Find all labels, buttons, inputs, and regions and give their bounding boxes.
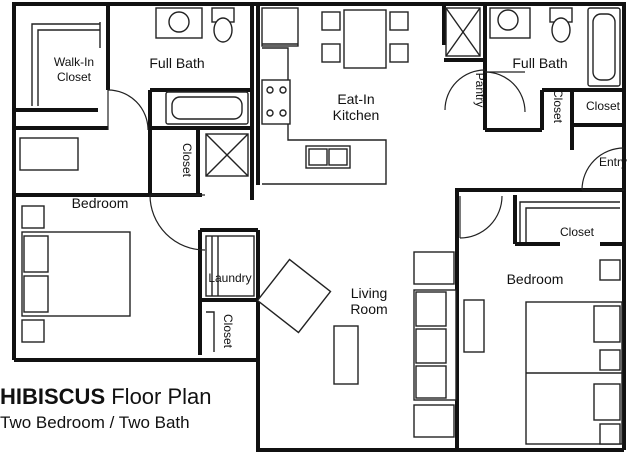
closet-left-mid-label: Closet bbox=[180, 143, 194, 178]
walk-in-closet-shelves bbox=[31, 22, 101, 106]
walk-in-closet-label-line2: Closet bbox=[57, 70, 92, 84]
full-bath-right-label: Full Bath bbox=[512, 55, 567, 71]
left-bath-fixtures bbox=[155, 7, 249, 177]
eat-in-kitchen-label-line1: Eat-In bbox=[337, 91, 374, 107]
laundry-fixtures bbox=[205, 235, 255, 352]
closet-bath-right-label: Closet bbox=[551, 89, 565, 124]
room-labels: Walk-In Closet Full Bath Eat-In Kitchen … bbox=[54, 55, 627, 349]
living-room-label-line1: Living bbox=[351, 285, 388, 301]
plan-name-bold: HIBISCUS bbox=[0, 384, 106, 409]
plan-subtitle: Two Bedroom / Two Bath bbox=[0, 413, 190, 432]
walk-in-closet-label-line1: Walk-In bbox=[54, 55, 94, 69]
living-room-label-line2: Room bbox=[350, 301, 387, 317]
full-bath-left-label: Full Bath bbox=[149, 55, 204, 71]
interior-walls bbox=[14, 4, 624, 360]
right-bath-fixtures bbox=[489, 7, 621, 87]
plan-title-block: HIBISCUS Floor Plan Two Bedroom / Two Ba… bbox=[0, 384, 260, 434]
closet-entry-label: Closet bbox=[586, 99, 621, 113]
entry-label: Entry bbox=[599, 155, 627, 169]
plan-name: HIBISCUS Floor Plan bbox=[0, 384, 260, 410]
right-bedroom-furniture bbox=[463, 201, 623, 445]
closet-right-bedroom-label: Closet bbox=[560, 225, 595, 239]
pantry-label: Pantry bbox=[473, 73, 487, 108]
eat-in-kitchen-label-line2: Kitchen bbox=[333, 107, 380, 123]
left-bedroom-furniture bbox=[19, 137, 131, 343]
doors bbox=[107, 69, 625, 251]
bedroom-right-label: Bedroom bbox=[507, 271, 564, 287]
plan-name-rest: Floor Plan bbox=[105, 384, 212, 409]
laundry-label: Laundry bbox=[208, 271, 251, 285]
bedroom-left-label: Bedroom bbox=[72, 195, 129, 211]
kitchen-fixtures bbox=[261, 7, 481, 185]
closet-left-bottom-label: Closet bbox=[221, 314, 235, 349]
living-room-furniture bbox=[256, 251, 457, 438]
